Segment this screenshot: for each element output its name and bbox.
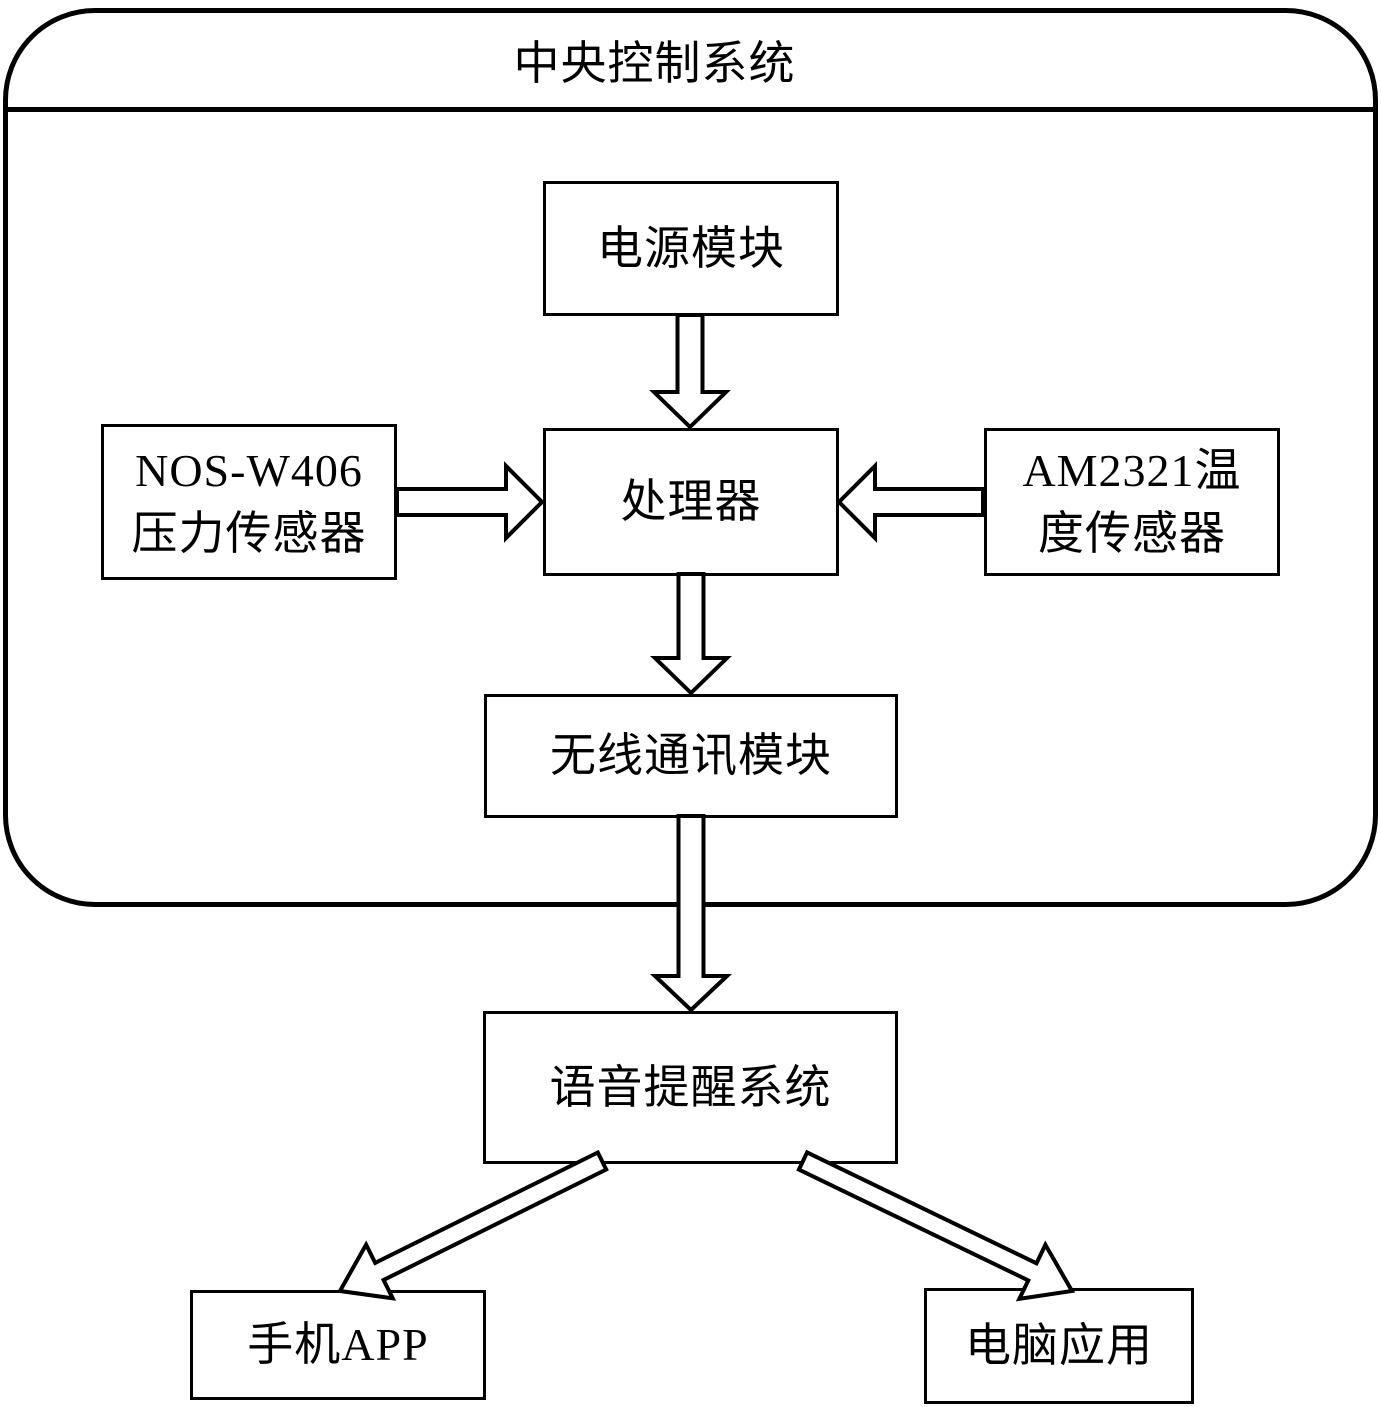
node-phone-app-label: 手机APP (247, 1319, 429, 1371)
node-pc-application: 电脑应用 (924, 1288, 1194, 1404)
node-processor: 处理器 (543, 428, 839, 576)
node-temperature-sensor-label-line1: AM2321温 (1022, 444, 1242, 496)
node-phone-app: 手机APP (190, 1290, 486, 1400)
arrow-voice-to-phone-icon (336, 1149, 609, 1301)
node-temperature-sensor: AM2321温 度传感器 (984, 428, 1280, 576)
node-wireless-module: 无线通讯模块 (484, 694, 898, 818)
container-title-bar: 中央控制系统 (8, 13, 1373, 112)
node-wireless-module-label: 无线通讯模块 (550, 730, 832, 782)
node-power-module: 电源模块 (543, 181, 839, 316)
node-pressure-sensor-label-line2: 压力传感器 (131, 508, 367, 559)
node-power-module-label: 电源模块 (597, 222, 785, 274)
node-processor-label: 处理器 (620, 476, 762, 528)
node-pressure-sensor-label-line1: NOS-W406 (135, 444, 363, 496)
node-temperature-sensor-label-line2: 度传感器 (1038, 508, 1226, 559)
node-voice-reminder-system-label: 语音提醒系统 (549, 1061, 832, 1113)
arrow-voice-to-pc-icon (796, 1149, 1076, 1302)
node-pressure-sensor: NOS-W406 压力传感器 (101, 424, 397, 580)
node-voice-reminder-system: 语音提醒系统 (483, 1011, 898, 1164)
node-pc-application-label: 电脑应用 (965, 1320, 1153, 1372)
container-title: 中央控制系统 (513, 38, 796, 89)
